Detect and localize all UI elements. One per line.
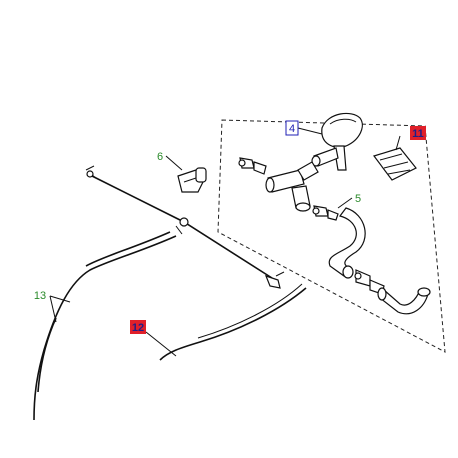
washer-tube-rod bbox=[85, 165, 285, 289]
svg-text:11: 11 bbox=[412, 128, 424, 140]
t-piece-hose bbox=[265, 161, 319, 212]
leader-lines bbox=[49, 127, 401, 357]
callout-6[interactable]: 6 bbox=[157, 151, 163, 163]
check-valve bbox=[177, 167, 207, 193]
svg-text:13: 13 bbox=[34, 290, 46, 302]
hose-connector-middle bbox=[312, 205, 339, 221]
svg-text:6: 6 bbox=[157, 151, 163, 163]
hose-connector-upper bbox=[238, 157, 267, 175]
washer-reservoir bbox=[311, 112, 363, 171]
curved-hose bbox=[328, 207, 366, 279]
callout-5[interactable]: 5 bbox=[355, 193, 361, 205]
mounting-bracket bbox=[373, 147, 417, 181]
svg-text:12: 12 bbox=[132, 322, 144, 334]
callout-11[interactable]: 11 bbox=[410, 126, 426, 140]
svg-text:4: 4 bbox=[289, 123, 295, 135]
svg-text:5: 5 bbox=[355, 193, 361, 205]
washer-hose-long bbox=[33, 231, 307, 421]
elbow-hose bbox=[377, 287, 431, 315]
callout-12[interactable]: 12 bbox=[130, 320, 146, 334]
callout-13[interactable]: 13 bbox=[34, 290, 46, 302]
callout-4[interactable]: 4 bbox=[285, 120, 299, 136]
